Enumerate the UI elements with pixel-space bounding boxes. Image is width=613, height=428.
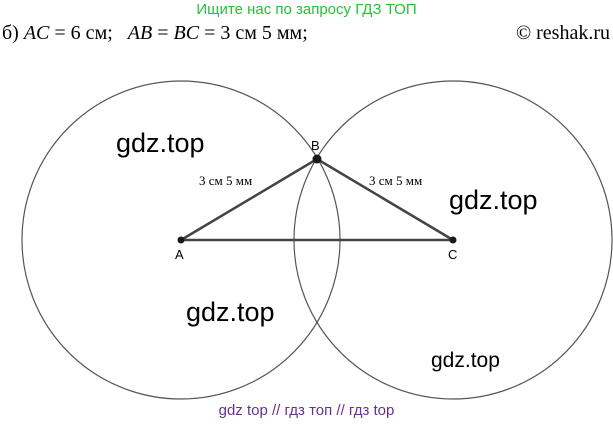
copyright: © reshak.ru (515, 22, 610, 44)
point-b (312, 154, 322, 164)
bottom-banner: gdz top // гдз топ // гдз top (218, 402, 395, 419)
point-c (449, 236, 457, 244)
side-ab-length-label: 3 см 5 мм (199, 173, 252, 188)
point-a (177, 236, 185, 244)
watermark: gdz.top (449, 185, 538, 215)
task-prefix: б) (2, 22, 19, 44)
segment-ab (180, 157, 318, 242)
ac-label: AC (23, 22, 50, 44)
bc-label: BC (173, 22, 200, 44)
ab-bc-value: = 3 см 5 мм; (204, 22, 308, 44)
point-a-label: A (175, 247, 184, 262)
ab-label: AB (127, 22, 153, 44)
segment-bc (316, 157, 454, 242)
watermark: gdz.top (431, 349, 500, 372)
watermark: gdz.top (186, 297, 275, 327)
ac-value: = 6 см; (54, 22, 113, 44)
point-b-label: B (311, 138, 320, 153)
watermark: gdz.top (116, 128, 205, 158)
equals-sign: = (157, 22, 169, 44)
point-c-label: C (448, 247, 457, 262)
task-statement: б) AC = 6 см; AB = BC = 3 см 5 мм; (2, 22, 308, 45)
side-bc-length-label: 3 см 5 мм (369, 173, 422, 188)
top-banner: Ищите нас по запросу ГДЗ ТОП (196, 1, 417, 18)
